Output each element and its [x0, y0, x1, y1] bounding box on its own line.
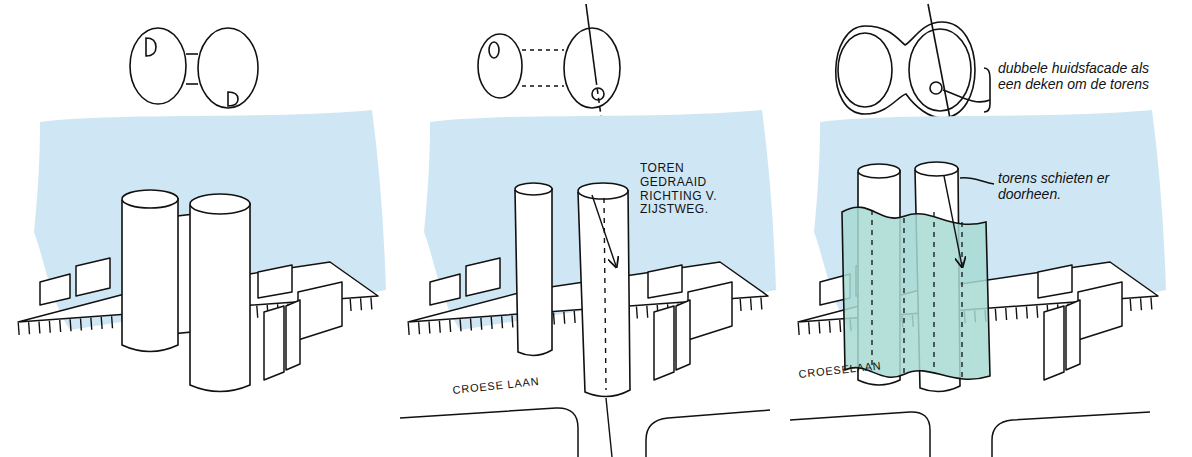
annotation-note: dubbele huidsfacade als een deken om de … [998, 60, 1163, 92]
street-name: CROESE LAAN [452, 375, 540, 397]
annotation-note: TOREN GEDRAAID RICHTING V. ZIJSTWEG. [640, 162, 736, 217]
annotation-note: torens schieten er doorheen. [998, 170, 1148, 202]
